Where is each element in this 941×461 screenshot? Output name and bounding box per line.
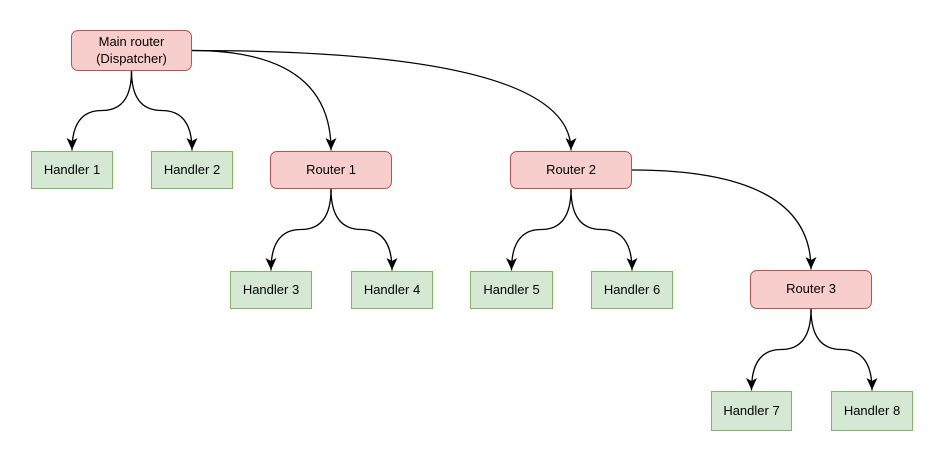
edge-main-router-to-handler-1 xyxy=(66,70,133,151)
node-main-router: Main router (Dispatcher) xyxy=(71,30,192,71)
node-handler-5: Handler 5 xyxy=(470,271,553,309)
node-label: Handler 2 xyxy=(163,161,221,177)
edges-group xyxy=(66,49,878,391)
node-handler-3: Handler 3 xyxy=(230,271,312,309)
node-label: Handler 7 xyxy=(723,402,780,418)
node-router-3: Router 3 xyxy=(750,270,872,309)
node-handler-1: Handler 1 xyxy=(31,151,113,189)
node-label: Router 1 xyxy=(306,161,356,177)
edge-main-router-to-router-1 xyxy=(191,49,337,151)
node-label: Router 3 xyxy=(786,281,836,297)
node-label: Handler 3 xyxy=(242,281,300,297)
edge-router-2-to-handler-6 xyxy=(570,188,638,271)
node-router-2: Router 2 xyxy=(510,151,632,189)
edge-router-3-to-handler-7 xyxy=(746,308,812,391)
edge-router-2-to-router-3 xyxy=(631,169,817,270)
edge-router-1-to-handler-4 xyxy=(330,188,398,271)
node-router-1: Router 1 xyxy=(270,151,392,189)
node-label: Handler 6 xyxy=(603,281,661,297)
node-handler-8: Handler 8 xyxy=(831,391,913,431)
node-label: Handler 8 xyxy=(843,402,901,418)
node-handler-4: Handler 4 xyxy=(351,271,433,309)
node-label: Handler 4 xyxy=(363,281,421,297)
edge-router-2-to-handler-5 xyxy=(506,188,572,271)
node-label: Handler 5 xyxy=(483,281,540,297)
edge-main-router-to-handler-2 xyxy=(130,70,198,151)
node-handler-2: Handler 2 xyxy=(151,151,233,189)
node-label: Router 2 xyxy=(546,161,596,177)
edge-router-1-to-handler-3 xyxy=(265,188,332,271)
node-handler-7: Handler 7 xyxy=(711,391,792,431)
edge-router-3-to-handler-8 xyxy=(810,308,878,391)
node-label: Handler 1 xyxy=(43,161,101,177)
edge-main-router-to-router-2 xyxy=(191,49,577,151)
node-handler-6: Handler 6 xyxy=(591,271,673,309)
node-label: Main router (Dispatcher) xyxy=(96,34,167,66)
